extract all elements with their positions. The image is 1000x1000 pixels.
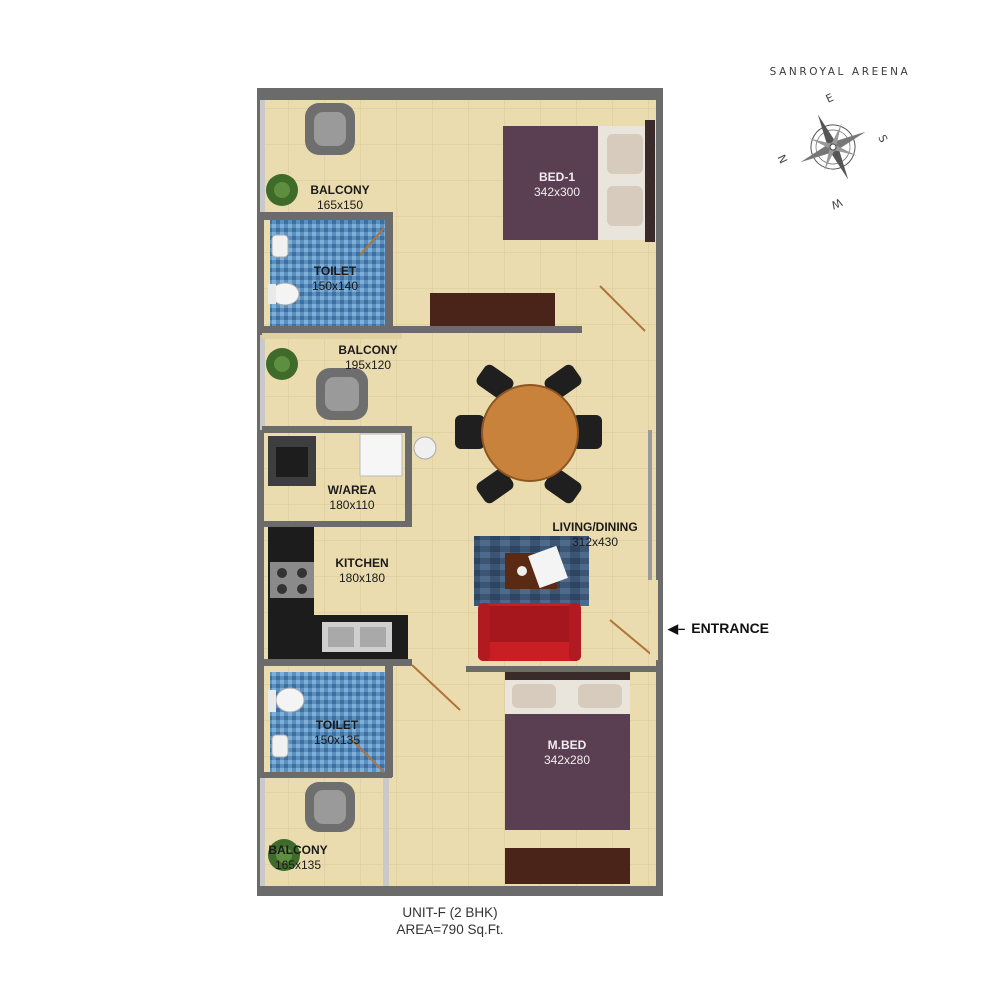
entrance-label: ◀–ENTRANCE: [668, 620, 770, 636]
toilet-bottom-wc-icon: [275, 687, 305, 713]
bed-1-wardrobe: [430, 293, 555, 326]
wash-sink-icon: [359, 433, 403, 477]
stove-icon: [270, 562, 314, 598]
dining-set-icon: [455, 364, 602, 504]
unit-type: UNIT-F (2 BHK): [402, 905, 498, 920]
compass-south: S: [875, 133, 890, 145]
compass-icon: E S N W: [775, 91, 890, 212]
compass-east: E: [824, 91, 836, 106]
unit-area: AREA=790 Sq.Ft.: [396, 922, 504, 937]
unit-caption: UNIT-F (2 BHK) AREA=790 Sq.Ft.: [300, 904, 600, 938]
compass-west: W: [829, 195, 844, 211]
brand-name: SANROYAL AREENA: [769, 66, 911, 78]
master-bed-wardrobe: [505, 848, 630, 884]
arrow-left-icon: ◀–: [668, 621, 686, 636]
toilet-top-floor: [270, 220, 385, 328]
